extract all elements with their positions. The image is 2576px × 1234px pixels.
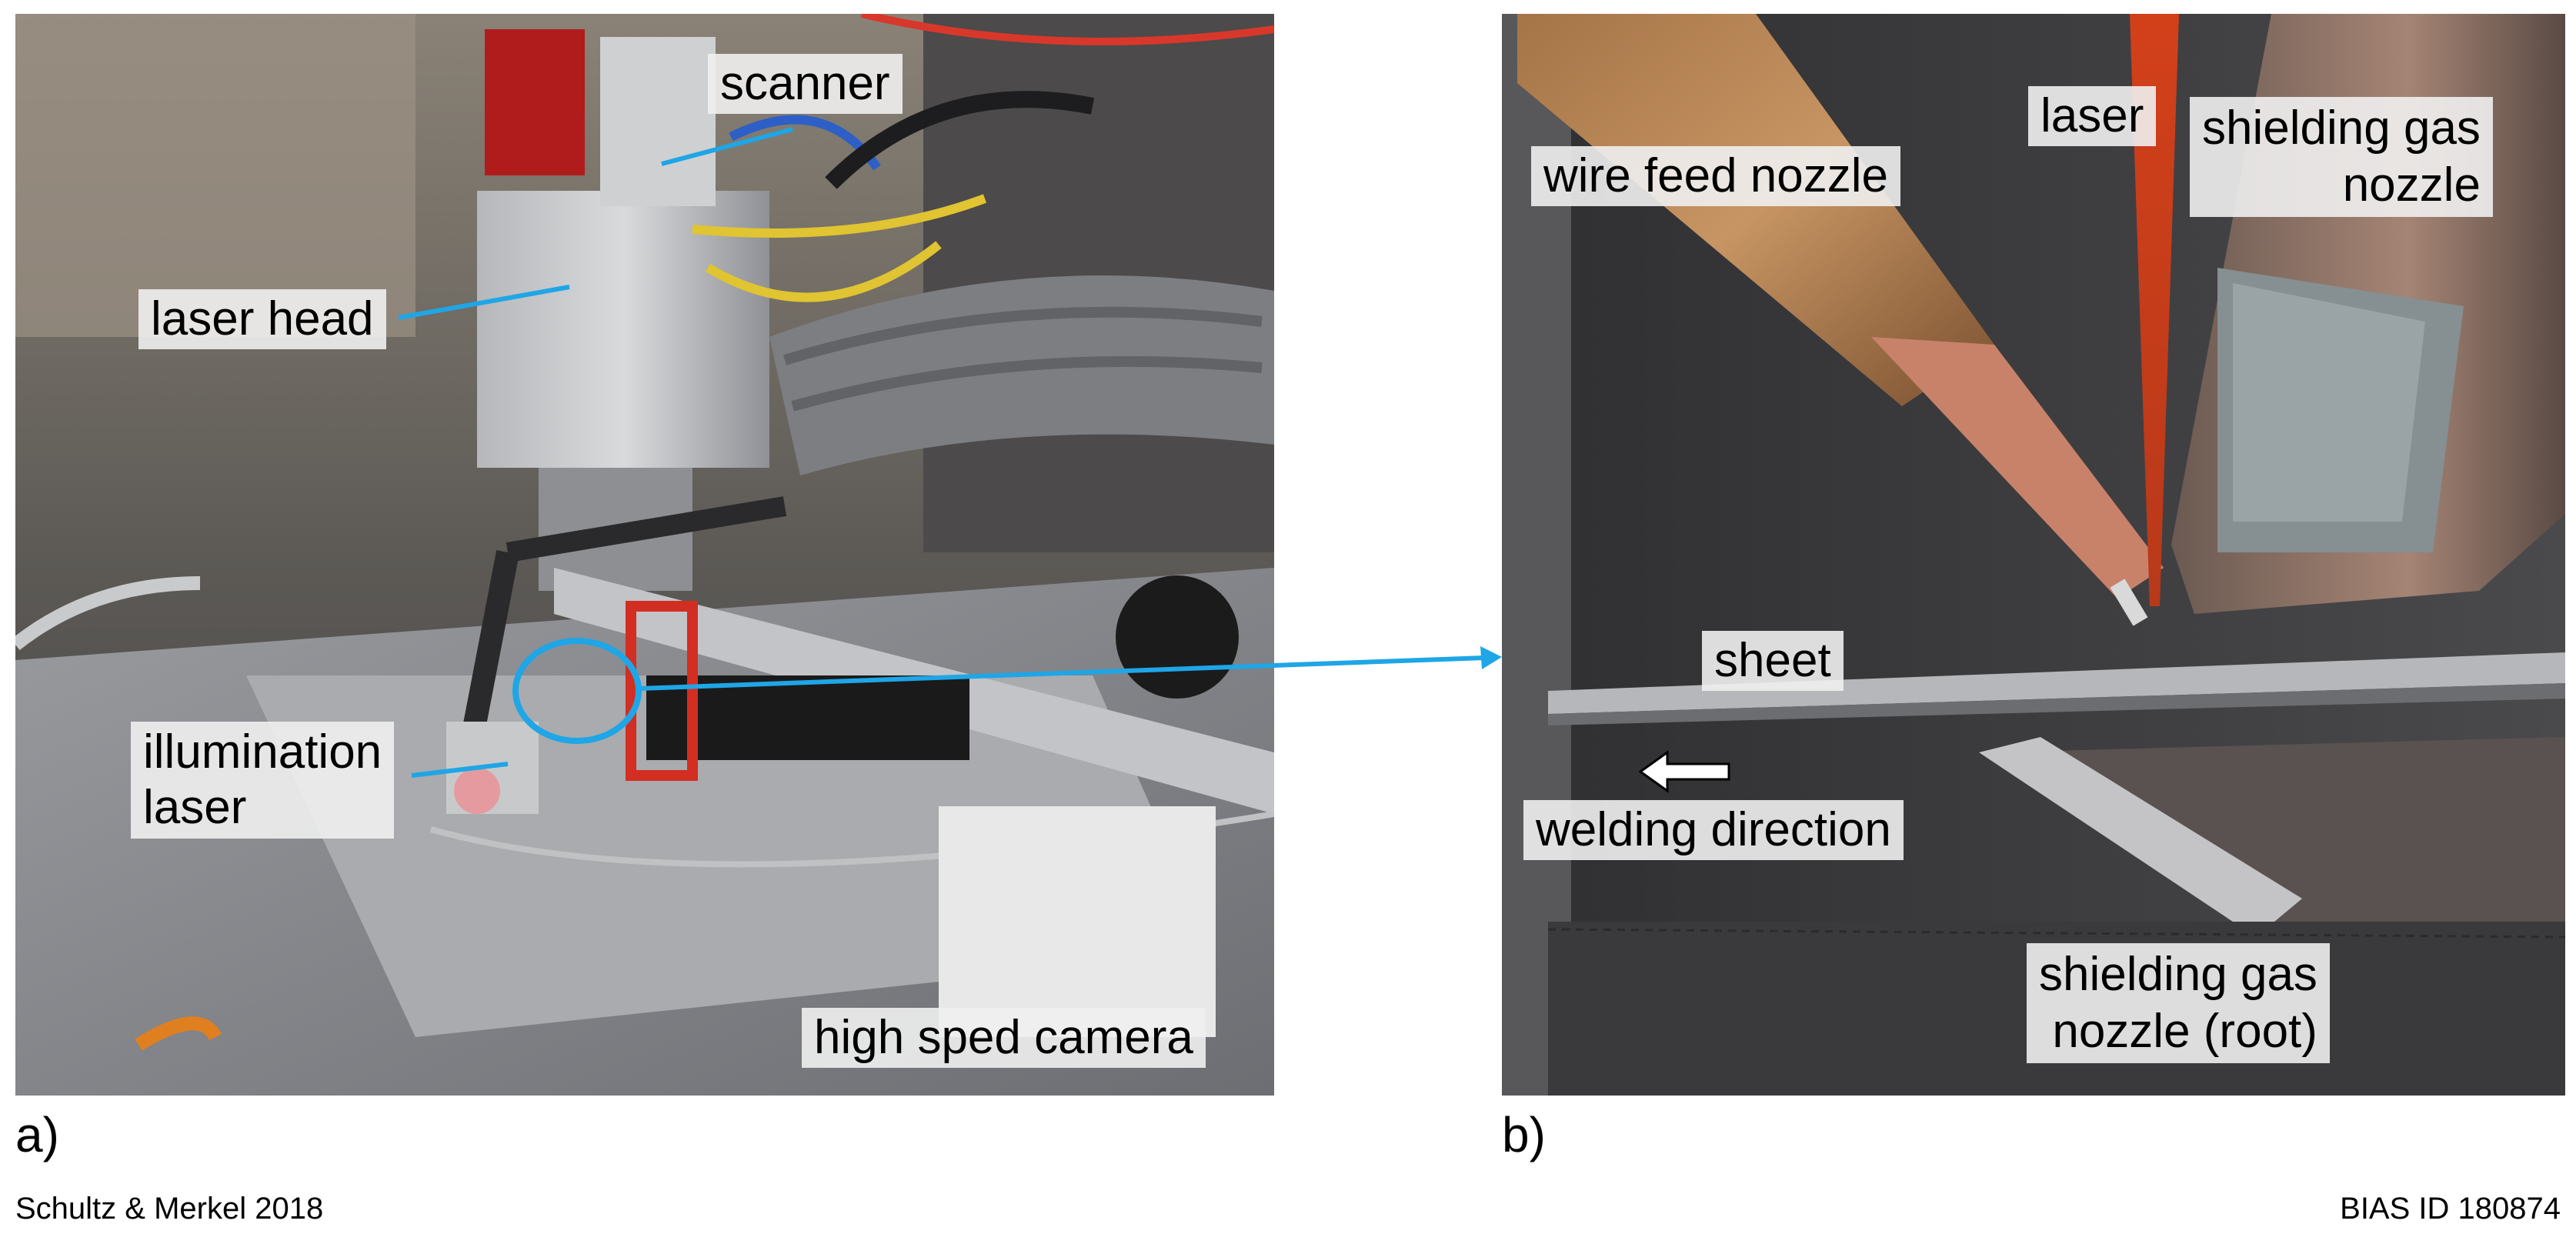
label-illumination-line1: illumination [143, 725, 382, 779]
label-shielding-gas-nozzle: shielding gas nozzle [2190, 97, 2493, 217]
label-root-line1: shielding gas [2039, 948, 2317, 1001]
panel-letter-a: a) [15, 1107, 59, 1162]
label-welding-direction: welding direction [1523, 800, 1904, 860]
laser-beam [2130, 14, 2179, 606]
label-scanner: scanner [708, 54, 903, 114]
callout-ellipse [512, 638, 642, 744]
callout-line-scanner [661, 127, 793, 166]
footer-id: BIAS ID 180874 [2340, 1192, 2561, 1226]
label-illumination-laser: illumination laser [131, 722, 395, 839]
label-laser: laser [2028, 86, 2157, 146]
photo-setup [15, 14, 1274, 1096]
label-camera: high sped camera [802, 1008, 1206, 1068]
welding-direction-arrow [1638, 750, 1730, 793]
label-sheet: sheet [1702, 631, 1844, 691]
label-shielding-gas-nozzle-root: shielding gas nozzle (root) [2027, 943, 2330, 1063]
label-wire-feed-nozzle: wire feed nozzle [1531, 146, 1901, 206]
label-shield-line1: shielding gas [2202, 102, 2481, 155]
label-shield-line2: nozzle [2342, 158, 2481, 212]
callout-line-illumination [411, 762, 509, 778]
label-root-line2: nozzle (root) [2052, 1005, 2317, 1058]
panel-letter-b: b) [1502, 1107, 1546, 1162]
footer-credit: Schultz & Merkel 2018 [15, 1192, 324, 1226]
label-illumination-line2: laser [143, 781, 247, 834]
setup-photo-drawing [15, 14, 1274, 1096]
label-laser-head: laser head [138, 289, 386, 349]
callout-line-laser-head [398, 285, 570, 320]
